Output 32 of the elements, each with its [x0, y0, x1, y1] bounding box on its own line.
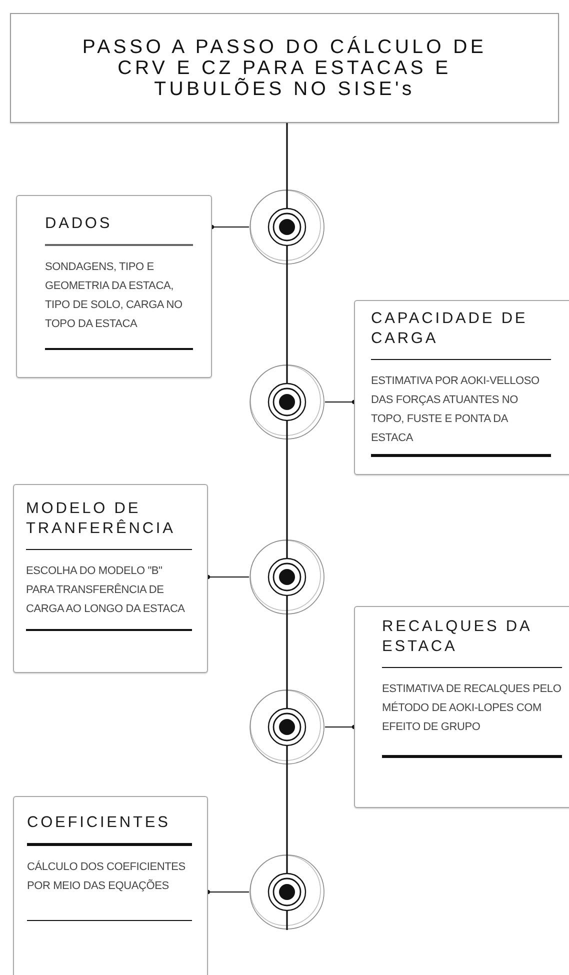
step-card: [354, 300, 569, 475]
step-description: ESTIMATIVA DE RECALQUES PELO MÉTODO DE AOKI-LOPES COM EFEITO DE GRUPO: [382, 682, 562, 735]
step-heading: MODELO DE TRANFERÊNCIA: [26, 499, 176, 539]
step-card: [13, 484, 208, 673]
target-circle-icon: [249, 539, 325, 615]
leader-line: [206, 890, 250, 894]
step-heading: CAPACIDADE DE CARGA: [371, 309, 529, 349]
target-circle-icon: [249, 189, 325, 265]
connector-line: [286, 265, 288, 364]
connector-line: [286, 123, 288, 189]
step-heading: DADOS: [45, 214, 114, 234]
leader-line: [206, 574, 250, 580]
leader-line: [324, 724, 356, 730]
step-description: SONDAGENS, TIPO E GEOMETRIA DA ESTACA, TIPO DE SOLO, CARGA NO TOPO DA ESTACA: [45, 260, 184, 332]
step-card: [13, 796, 208, 975]
connector-line: [286, 440, 288, 539]
step-description: ESCOLHA DO MODELO "B" PARA TRANSFERÊNCIA DE CARGA AO LONGO DA ESTACA: [26, 564, 186, 617]
leader-line: [324, 400, 356, 404]
step-heading: RECALQUES DA ESTACA: [382, 617, 532, 657]
step-card: [16, 195, 212, 378]
step-heading: COEFICIENTES: [27, 813, 172, 833]
step-card: [354, 606, 569, 808]
connector-line: [286, 615, 288, 689]
target-circle-icon: [249, 854, 325, 930]
title-text: PASSO A PASSO DO CÁLCULO DE CRV E CZ PARA ESTACAS E TUBULÕES NO SISE's: [81, 36, 488, 100]
step-description: ESTIMATIVA POR AOKI-VELLOSO DAS FORÇAS ATUANTES NO TOPO, FUSTE E PONTA DA ESTACA: [371, 374, 540, 446]
step-description: CÁLCULO DOS COEFICIENTES POR MEIO DAS EQUAÇÕES: [27, 860, 186, 894]
title-box: [10, 13, 559, 123]
target-circle-icon: [249, 689, 325, 765]
leader-line: [210, 224, 250, 230]
connector-line: [286, 765, 288, 854]
target-circle-icon: [249, 364, 325, 440]
